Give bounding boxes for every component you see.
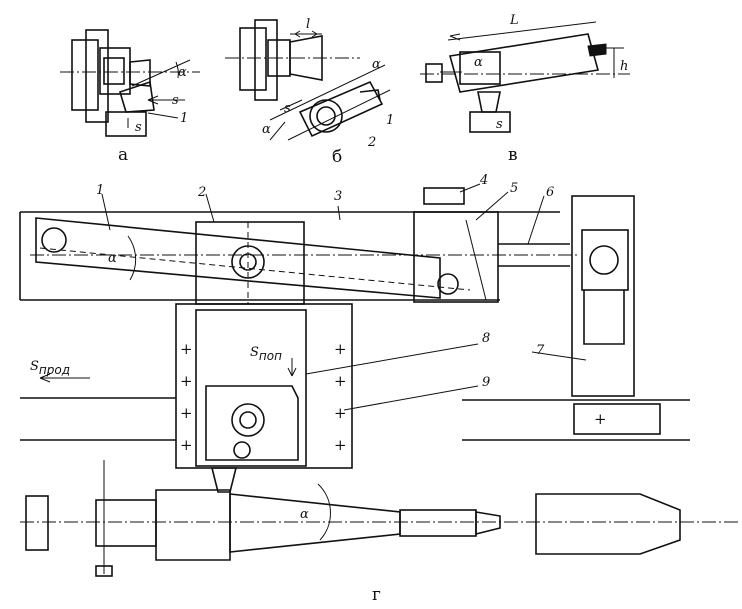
length-label-b: l — [306, 17, 310, 32]
sub-figure-v: L α h s в — [420, 13, 630, 165]
callout-3: 3 — [334, 189, 342, 204]
feed-label-v: s — [496, 117, 503, 132]
plus-c: + — [180, 404, 193, 422]
feed-long-label: Sпрод — [30, 359, 70, 377]
plus-g: + — [334, 404, 347, 422]
feed-label-b: s — [284, 101, 291, 116]
angle-label-bottom: α — [300, 507, 309, 522]
callout-1: 1 — [96, 183, 104, 198]
callout-7: 7 — [536, 343, 545, 358]
plus-e: + — [334, 340, 347, 358]
caption-b: б — [332, 147, 342, 167]
angle-label-b2: α — [262, 122, 271, 137]
plus-7: + — [594, 410, 607, 428]
feed-label-a2: s — [135, 120, 142, 135]
plus-b: + — [180, 372, 193, 390]
feed-cross-symbol: S — [250, 345, 259, 360]
feed-label-a: s — [172, 93, 179, 108]
angle-label-a: α — [178, 65, 187, 80]
plus-f: + — [334, 372, 347, 390]
plus-a: + — [180, 340, 193, 358]
callout-8: 8 — [482, 331, 490, 346]
callout-2: 2 — [197, 185, 206, 200]
angle-label-b: α — [372, 57, 381, 72]
main-figure-g: α + + + + + + + + + — [19, 173, 740, 605]
feed-cross-subscript: поп — [259, 349, 282, 363]
feed-long-symbol: S — [30, 359, 39, 374]
sub-figure-b: l α α s 1 2 б — [225, 17, 394, 167]
sub-figure-a: α s s 1 а — [60, 29, 200, 165]
callout-6: 6 — [546, 185, 554, 200]
caption-a: а — [118, 145, 128, 165]
plus-h: + — [334, 436, 347, 454]
part-label-b2: 2 — [367, 135, 376, 150]
part-label-b1: 1 — [386, 113, 394, 128]
part-label-a: 1 — [180, 111, 188, 126]
angle-label-top: α — [108, 251, 117, 266]
feed-cross-label: Sпоп — [250, 345, 282, 363]
length-label-v: L — [509, 13, 519, 28]
offset-label-v: h — [620, 59, 628, 74]
feed-long-subscript: прод — [39, 363, 70, 377]
plus-d: + — [180, 436, 193, 454]
angle-label-v: α — [474, 55, 483, 70]
caption-g: г — [372, 585, 381, 605]
callout-5: 5 — [510, 181, 518, 196]
callout-4: 4 — [479, 173, 488, 188]
callout-9: 9 — [482, 375, 490, 390]
caption-v: в — [508, 145, 518, 165]
